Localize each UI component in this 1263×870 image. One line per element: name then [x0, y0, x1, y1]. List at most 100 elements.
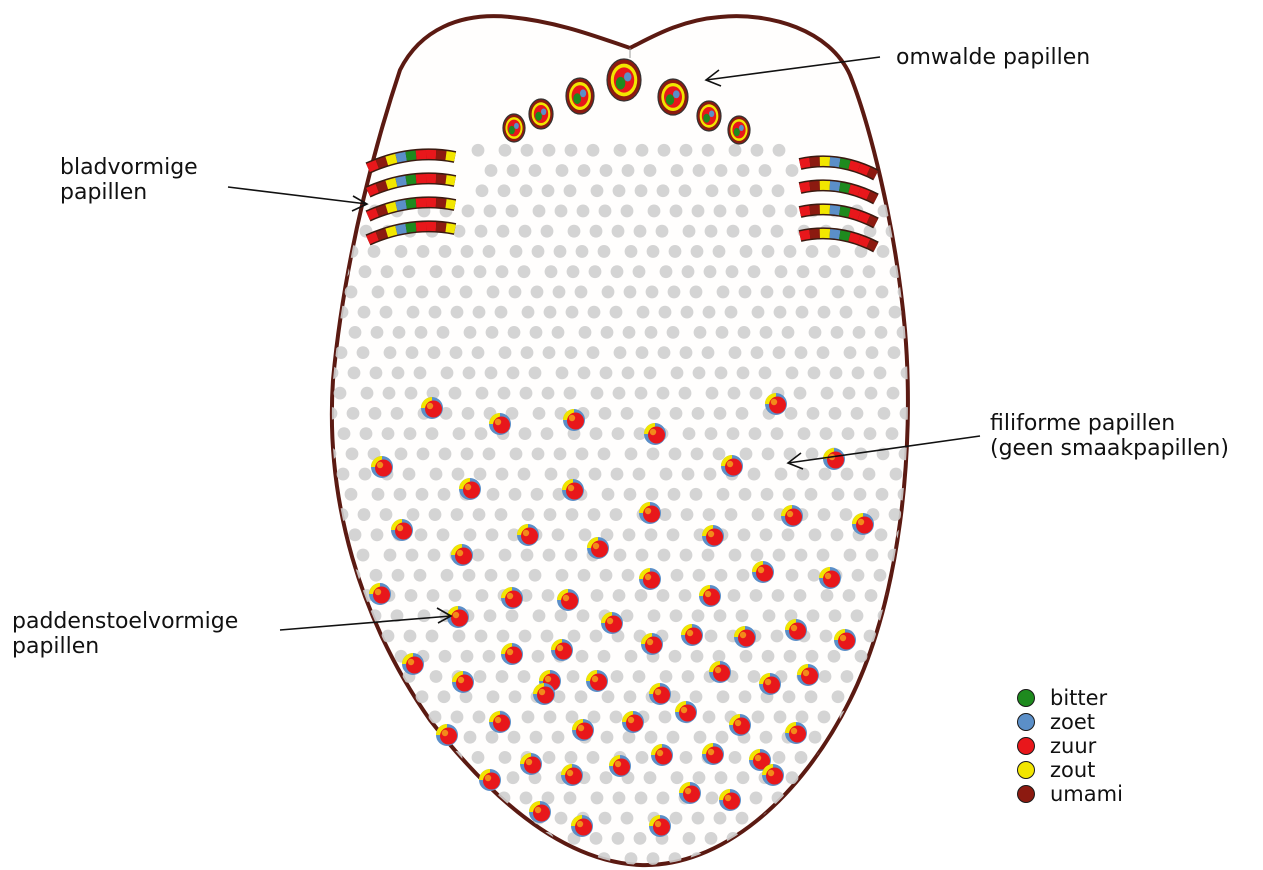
filiform-papilla — [338, 832, 351, 845]
filiform-papilla — [416, 488, 429, 501]
fungiform-papilla — [421, 397, 443, 419]
filiform-papilla — [843, 387, 856, 400]
filiform-papilla — [485, 569, 498, 582]
filiform-papilla — [622, 366, 635, 379]
filiform-papilla — [671, 164, 684, 177]
filiform-papilla — [680, 346, 693, 359]
filiform-papilla — [322, 528, 335, 541]
fungiform-papilla — [479, 769, 501, 791]
filiform-papilla — [773, 751, 786, 764]
filiform-papilla — [495, 306, 508, 319]
filiform-papilla — [703, 306, 716, 319]
filiform-papilla — [564, 184, 577, 197]
filiform-papilla — [449, 387, 462, 400]
filiform-papilla — [439, 650, 452, 663]
filiform-papilla — [840, 508, 853, 521]
filiform-papilla — [486, 731, 499, 744]
legend-item-zuur: zuur — [1017, 734, 1123, 758]
filiform-papilla — [509, 690, 522, 703]
filiform-papilla — [621, 205, 634, 218]
fungiform-papilla — [639, 568, 661, 590]
filiform-papilla — [818, 711, 831, 724]
filiform-papilla — [633, 670, 646, 683]
filiform-papilla — [326, 569, 339, 582]
filiform-papilla — [418, 609, 431, 622]
filiform-papilla — [841, 468, 854, 481]
label-line: papillen — [12, 634, 238, 659]
fungiform-papilla — [371, 456, 393, 478]
filiform-papilla — [844, 751, 857, 764]
filiform-papilla — [349, 731, 362, 744]
filiform-papilla — [736, 205, 749, 218]
filiform-papilla — [518, 265, 531, 278]
filiform-papilla — [751, 549, 764, 562]
filiform-papilla — [599, 205, 612, 218]
filiform-papilla — [483, 245, 496, 258]
circumvallate-papilla — [503, 114, 525, 142]
filiform-papilla — [683, 225, 696, 238]
filiform-papilla — [460, 286, 473, 299]
filiform-papilla — [567, 468, 580, 481]
filiform-papilla — [713, 447, 726, 460]
filiform-papilla — [556, 164, 569, 177]
filiform-papilla — [832, 690, 845, 703]
legend-swatch — [1017, 737, 1035, 755]
filiform-papilla — [808, 771, 821, 784]
filiform-papilla — [670, 812, 683, 825]
filiform-papilla — [667, 326, 680, 339]
filiform-papilla — [394, 488, 407, 501]
filiform-papilla — [890, 670, 903, 683]
legend-label: zout — [1050, 758, 1095, 782]
filiform-papilla — [748, 670, 761, 683]
legend-item-umami: umami — [1017, 782, 1123, 806]
filiform-papilla — [647, 852, 660, 865]
filiform-papilla — [739, 286, 752, 299]
filiform-papilla — [805, 488, 818, 501]
filiform-papilla — [518, 670, 531, 683]
filiform-papilla — [738, 326, 751, 339]
filiform-papilla — [625, 852, 638, 865]
filiform-papilla — [659, 711, 672, 724]
filiform-papilla — [889, 306, 902, 319]
filiform-papilla — [713, 245, 726, 258]
filiform-papilla — [795, 549, 808, 562]
filiform-papilla — [658, 144, 671, 157]
filiform-papilla — [404, 427, 417, 440]
filiform-papilla — [611, 468, 624, 481]
filiform-papilla — [644, 164, 657, 177]
filiform-papilla — [798, 427, 811, 440]
filiform-papilla — [521, 346, 534, 359]
legend-swatch — [1017, 761, 1035, 779]
legend-label: zoet — [1050, 710, 1095, 734]
filiform-papilla — [821, 792, 834, 805]
filiform-papilla — [717, 488, 730, 501]
filiform-papilla — [704, 265, 717, 278]
filiform-papilla — [507, 164, 520, 177]
filiform-papilla — [360, 832, 373, 845]
filiform-papilla — [740, 447, 753, 460]
filiform-papilla — [461, 852, 474, 865]
filiform-papilla — [601, 326, 614, 339]
filiform-papilla — [349, 326, 362, 339]
filiform-papilla — [728, 184, 741, 197]
filiform-papilla — [660, 265, 673, 278]
filiform-papilla — [361, 387, 374, 400]
filiform-papilla — [887, 792, 900, 805]
filiform-papilla — [749, 225, 762, 238]
fungiform-papilla — [489, 711, 511, 733]
filiform-papilla — [576, 245, 589, 258]
filiform-papilla — [760, 731, 773, 744]
filiform-papilla — [783, 690, 796, 703]
filiform-papilla — [637, 306, 650, 319]
label-line: paddenstoelvormige — [12, 609, 238, 634]
filiform-papilla — [348, 366, 361, 379]
filiform-papilla — [361, 792, 374, 805]
fungiform-papilla — [681, 624, 703, 646]
filiform-papilla — [900, 205, 913, 218]
filiform-papilla — [737, 366, 750, 379]
filiform-papilla — [683, 427, 696, 440]
filiform-papilla — [691, 245, 704, 258]
filiform-papilla — [334, 387, 347, 400]
filiform-papilla — [591, 184, 604, 197]
filiform-papilla — [464, 731, 477, 744]
